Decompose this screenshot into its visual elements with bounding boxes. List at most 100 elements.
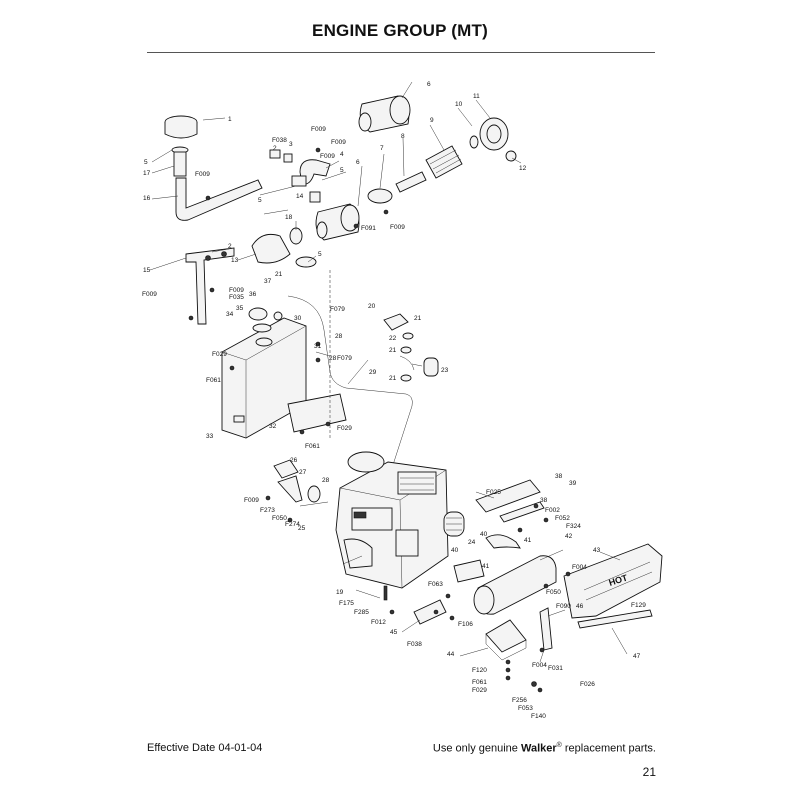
callout-45: 45: [390, 629, 398, 636]
callout-F009: F009: [390, 224, 405, 231]
exhaust-bracket-38: [475, 479, 541, 513]
callout-F031: F031: [548, 665, 563, 672]
filter-pleats: [429, 149, 462, 174]
clamp-small: [291, 175, 307, 187]
callout-47: 47: [633, 653, 641, 660]
callout-37: 37: [264, 278, 272, 285]
callout-F256: F256: [512, 697, 527, 704]
genuine-parts-notice: Use only genuine Walker® replacement par…: [433, 742, 656, 755]
callout-F061: F061: [305, 443, 320, 450]
muffler-end-cap: [473, 585, 495, 615]
callout-13: 13: [231, 257, 239, 264]
callout-21: 21: [414, 315, 422, 322]
callout-44: 44: [447, 651, 455, 658]
filter-element: [425, 145, 463, 179]
hardware: [188, 147, 571, 693]
callout-F004: F004: [572, 564, 587, 571]
callout-17: 17: [143, 170, 151, 177]
callout-F079: F079: [330, 306, 345, 313]
tank-heat-shield: [287, 393, 347, 433]
mount-bracket-45: [413, 599, 447, 625]
callout-5: 5: [144, 159, 148, 166]
callout-21: 21: [389, 375, 397, 382]
callout-F090: F090: [556, 603, 571, 610]
callout-25: 25: [298, 525, 306, 532]
vent-valve: [273, 311, 283, 321]
callout-18: 18: [285, 214, 293, 221]
callout-F025: F025: [486, 489, 501, 496]
callout-F009: F009: [229, 287, 244, 294]
callout-9: 9: [430, 117, 434, 124]
throttle-rod: [299, 501, 329, 507]
clamp-21a: [402, 332, 414, 340]
fuel-tank-edges: [221, 325, 307, 438]
callout-41: 41: [524, 537, 532, 544]
callout-F012: F012: [371, 619, 386, 626]
callout-F079: F079: [337, 355, 352, 362]
callout-22: 22: [389, 335, 397, 342]
cover-inner: [486, 124, 502, 144]
callout-5: 5: [318, 251, 322, 258]
callout-36: 36: [249, 291, 257, 298]
band-clamp: [367, 188, 393, 204]
fuel-pump-assembly: [383, 313, 439, 382]
callout-F038: F038: [272, 137, 287, 144]
callout-F050: F050: [272, 515, 287, 522]
callout-F026: F026: [580, 681, 595, 688]
guard-slots: [583, 561, 653, 601]
throttle-lever: [277, 475, 303, 503]
exhaust-pipe-41-lower: [453, 559, 485, 583]
fuel-line-short: [315, 351, 331, 357]
callout-F140: F140: [531, 713, 546, 720]
callout-16: 16: [143, 195, 151, 202]
callout-F106: F106: [458, 621, 473, 628]
callout-40: 40: [480, 531, 488, 538]
callout-43: 43: [593, 547, 601, 554]
callout-32: 32: [269, 423, 277, 430]
callout-23: 23: [441, 367, 449, 374]
muffler-guard-43: [563, 543, 663, 619]
leader-lines: [149, 81, 628, 657]
wing-nut: [469, 135, 479, 149]
air-cleaner-outlet-top: [358, 112, 372, 132]
intake-tube: [175, 177, 263, 221]
fitting-2: [269, 149, 281, 159]
reducer-coupler: [289, 227, 303, 245]
breather-hose: [173, 151, 187, 177]
fuel-tank-assembly: [221, 307, 347, 439]
callout-34: 34: [226, 311, 234, 318]
callout-29: 29: [369, 369, 377, 376]
tank-gasket: [252, 323, 272, 333]
callout-40: 40: [451, 547, 459, 554]
callout-6: 6: [427, 81, 431, 88]
callout-26: 26: [290, 457, 298, 464]
callout-1: 1: [228, 116, 232, 123]
callout-4: 4: [340, 151, 344, 158]
callout-5: 5: [340, 167, 344, 174]
callout-F175: F175: [339, 600, 354, 607]
callout-F029: F029: [472, 687, 487, 694]
bracket-39: [499, 501, 545, 523]
oil-filter-ribs: [446, 517, 462, 531]
engine-breather-dome: [347, 451, 385, 473]
air-cleaner-cap-top: [389, 95, 411, 125]
throttle-bracket: [273, 459, 299, 479]
engine-block: [335, 451, 449, 589]
exhaust-support-44: [485, 619, 527, 653]
callout-15: 15: [143, 267, 151, 274]
callout-5: 5: [258, 197, 262, 204]
registered-mark: ®: [556, 742, 562, 749]
callout-F091: F091: [361, 225, 376, 232]
clamp-21c: [400, 374, 412, 382]
elbow-fitting: [309, 191, 321, 203]
callout-28: 28: [322, 477, 330, 484]
air-intake-assembly: [164, 95, 517, 268]
exhaust-assembly: HOT: [413, 479, 663, 663]
callout-F004: F004: [532, 662, 547, 669]
callout-3: 3: [289, 141, 293, 148]
exhaust-pipe-41-upper: [485, 534, 521, 549]
callout-F038: F038: [407, 641, 422, 648]
callout-11: 11: [473, 93, 480, 100]
callout-F274: F274: [285, 521, 300, 528]
